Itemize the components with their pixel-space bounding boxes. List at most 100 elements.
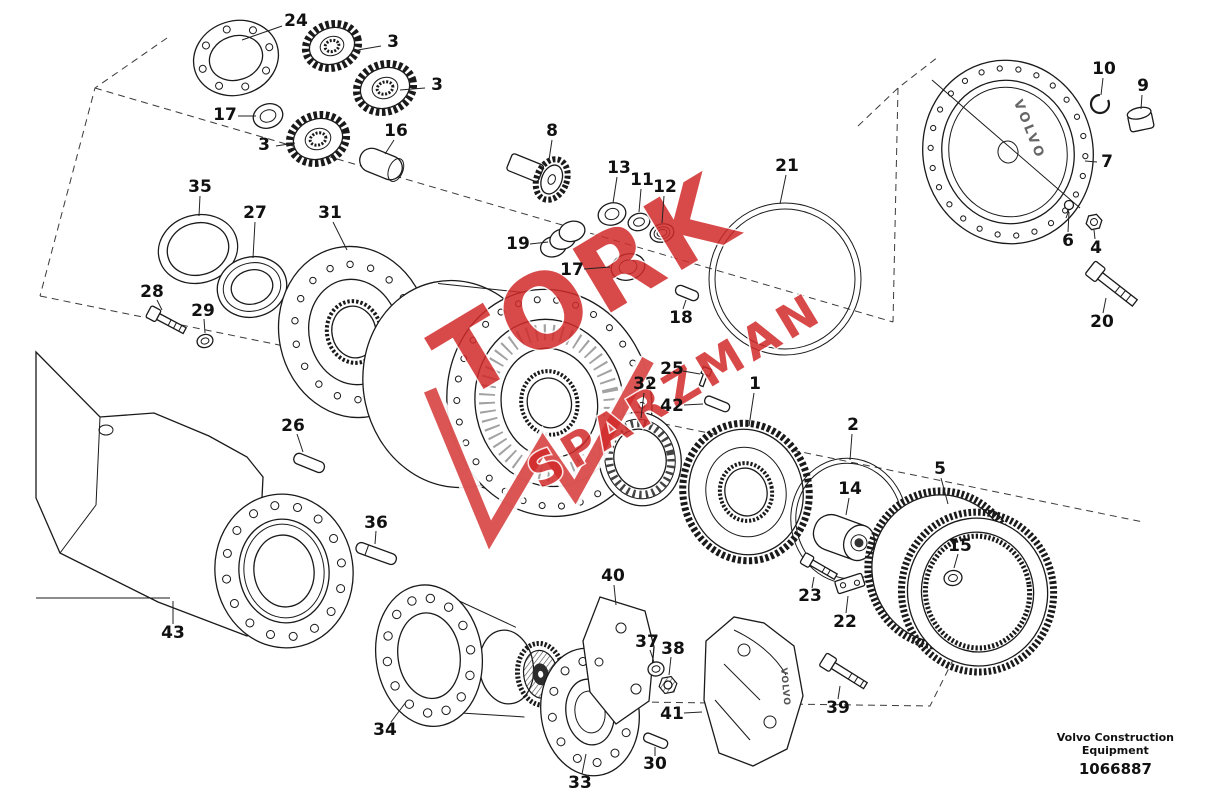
callout-7: 7 xyxy=(1084,152,1113,172)
svg-text:18: 18 xyxy=(669,308,693,328)
svg-text:16: 16 xyxy=(384,121,408,141)
svg-text:27: 27 xyxy=(243,203,267,223)
part-40-anchor-plate xyxy=(582,596,655,725)
svg-text:33: 33 xyxy=(568,773,592,792)
part-41-brake-caliper: VOLVO xyxy=(703,616,804,767)
svg-text:14: 14 xyxy=(838,479,862,499)
part-35-seal-ring xyxy=(157,213,239,285)
callout-3: 3 xyxy=(399,75,443,95)
callout-17: 17 xyxy=(213,105,256,125)
svg-text:13: 13 xyxy=(607,158,631,178)
svg-text:3: 3 xyxy=(431,75,443,95)
part-30-pin xyxy=(642,732,669,750)
part-10-snap-ring xyxy=(1089,93,1111,115)
svg-text:30: 30 xyxy=(643,754,667,774)
callout-3: 3 xyxy=(258,135,296,155)
callout-14: 14 xyxy=(838,479,862,516)
callout-13: 13 xyxy=(607,158,631,204)
callout-9: 9 xyxy=(1137,76,1149,110)
callout-15: 15 xyxy=(948,536,972,569)
footer-brand-line1: Volvo Construction xyxy=(1056,730,1174,744)
svg-text:37: 37 xyxy=(635,632,659,652)
part-37-washer xyxy=(647,661,665,677)
callout-3: 3 xyxy=(351,32,399,52)
part-39-bolt xyxy=(819,652,869,690)
svg-text:29: 29 xyxy=(191,301,215,321)
svg-text:34: 34 xyxy=(373,720,397,740)
callout-32: 32 xyxy=(633,374,657,419)
svg-text:19: 19 xyxy=(506,234,530,254)
callout-30: 30 xyxy=(643,747,667,774)
part-8-pinion-gear xyxy=(506,153,571,203)
part-24-cover-flange xyxy=(192,19,280,97)
callout-6: 6 xyxy=(1062,211,1074,251)
part-32-bearing xyxy=(598,411,682,507)
callout-43: 43 xyxy=(161,601,185,643)
part-17-washer-b xyxy=(610,253,646,281)
part-14-bushing xyxy=(812,513,876,562)
part-20-bolt xyxy=(1085,260,1139,307)
svg-text:39: 39 xyxy=(826,698,850,718)
part-18-pin xyxy=(674,284,700,302)
part-43-axle-housing xyxy=(35,350,354,649)
svg-text:32: 32 xyxy=(633,374,657,394)
callout-2: 2 xyxy=(847,415,859,461)
callout-16: 16 xyxy=(384,121,408,155)
part-5-ring-gear xyxy=(864,487,1058,676)
callout-36: 36 xyxy=(364,513,388,545)
callout-40: 40 xyxy=(601,566,625,606)
part-26-pin xyxy=(293,452,326,474)
footer-part-number: 1066887 xyxy=(1078,760,1152,778)
svg-text:26: 26 xyxy=(281,416,305,436)
svg-text:43: 43 xyxy=(161,623,185,643)
svg-text:23: 23 xyxy=(798,586,822,606)
svg-text:31: 31 xyxy=(318,203,342,223)
svg-text:24: 24 xyxy=(284,11,308,31)
callout-23: 23 xyxy=(798,576,822,606)
callout-33: 33 xyxy=(568,753,592,792)
part-3-gear-b xyxy=(352,59,418,117)
svg-text:5: 5 xyxy=(934,459,946,479)
svg-text:35: 35 xyxy=(188,177,212,197)
part-9-cap-nut xyxy=(1126,106,1155,133)
caliper-logo-text: VOLVO xyxy=(778,667,791,706)
part-19-spring-washers xyxy=(539,220,586,258)
svg-text:2: 2 xyxy=(847,415,859,435)
callout-29: 29 xyxy=(191,301,215,334)
callout-38: 38 xyxy=(661,639,685,676)
svg-text:8: 8 xyxy=(546,121,558,141)
callout-8: 8 xyxy=(546,121,558,161)
svg-text:11: 11 xyxy=(630,170,654,190)
svg-text:42: 42 xyxy=(660,396,684,416)
callout-39: 39 xyxy=(826,685,850,718)
svg-text:41: 41 xyxy=(660,704,684,724)
callout-42: 42 xyxy=(660,396,704,416)
svg-text:7: 7 xyxy=(1101,152,1113,172)
callout-18: 18 xyxy=(669,299,693,328)
callout-25: 25 xyxy=(660,359,701,379)
part-1-ring-gear-plate xyxy=(679,419,813,565)
part-16-roller-pin xyxy=(359,147,405,182)
part-22-lock-plate xyxy=(834,572,866,595)
svg-text:9: 9 xyxy=(1137,76,1149,96)
part-12-washer xyxy=(649,223,675,243)
part-25-screw xyxy=(698,365,713,388)
svg-text:22: 22 xyxy=(833,612,857,632)
callout-28: 28 xyxy=(140,282,164,311)
svg-text:17: 17 xyxy=(560,260,584,280)
svg-text:40: 40 xyxy=(601,566,625,586)
callout-37: 37 xyxy=(635,632,659,663)
part-13-lock-washer xyxy=(597,202,627,226)
part-15-washer xyxy=(943,569,963,587)
svg-text:25: 25 xyxy=(660,359,684,379)
callout-11: 11 xyxy=(630,170,654,213)
callout-35: 35 xyxy=(188,177,212,217)
part-29-washer xyxy=(196,333,214,349)
callout-34: 34 xyxy=(373,701,407,740)
svg-text:15: 15 xyxy=(948,536,972,556)
part-6-screw xyxy=(1063,199,1075,219)
callout-27: 27 xyxy=(243,203,267,259)
callout-26: 26 xyxy=(281,416,305,453)
svg-text:3: 3 xyxy=(258,135,270,155)
